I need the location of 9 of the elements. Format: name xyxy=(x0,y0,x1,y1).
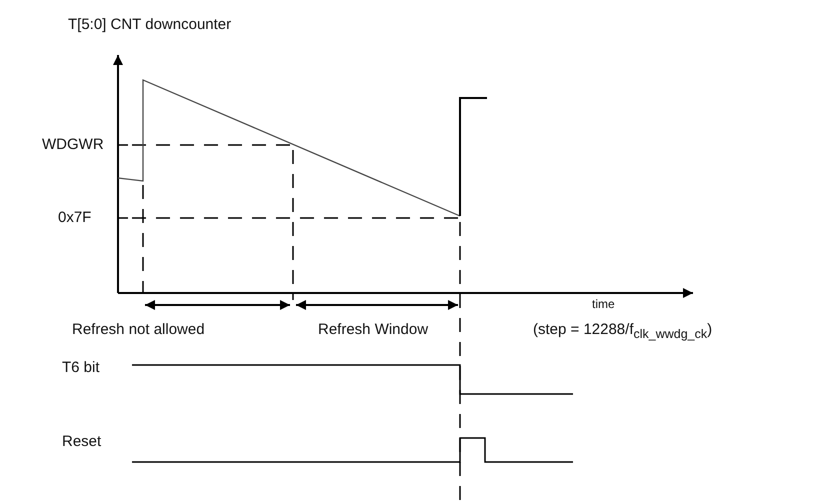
axis-title: T[5:0] CNT downcounter xyxy=(68,16,232,34)
interval-label: Refresh not allowed xyxy=(72,321,205,339)
signal-label: T6 bit xyxy=(62,359,100,377)
axis-label: WDGWR xyxy=(42,136,104,154)
interval-label: Refresh Window xyxy=(318,321,428,339)
axis-label: 0x7F xyxy=(58,209,92,227)
axis-title: time xyxy=(592,296,615,313)
step-note: (step = 12288/f$_{clk_wwdg_ck}$) xyxy=(533,321,712,343)
signal-label: Reset xyxy=(62,433,102,451)
